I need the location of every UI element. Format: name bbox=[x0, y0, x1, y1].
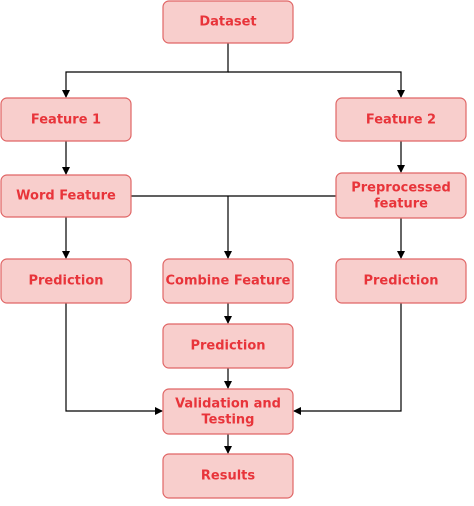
node-prediction-center: Prediction bbox=[162, 323, 294, 369]
node-prediction-right-label: Prediction bbox=[363, 274, 438, 289]
node-feature1: Feature 1 bbox=[0, 97, 132, 142]
node-word-feature-label: Word Feature bbox=[16, 189, 116, 204]
node-results-label: Results bbox=[201, 469, 255, 484]
node-preprocessed-label-line1: Preprocessed bbox=[351, 181, 451, 196]
edge-dataset-feature1 bbox=[62, 43, 229, 98]
node-results: Results bbox=[162, 453, 294, 499]
node-prediction-center-label: Prediction bbox=[190, 339, 265, 354]
node-word-feature: Word Feature bbox=[0, 174, 132, 218]
edge-dataset-feature2 bbox=[228, 71, 405, 98]
node-prediction-left-label: Prediction bbox=[28, 274, 103, 289]
node-validation-label-line2: Testing bbox=[202, 413, 255, 428]
node-combine-label: Combine Feature bbox=[165, 274, 290, 289]
node-dataset: Dataset bbox=[162, 0, 294, 44]
node-preprocessed-feature: Preprocessed feature bbox=[335, 172, 467, 219]
node-feature2: Feature 2 bbox=[335, 97, 467, 142]
edges bbox=[62, 43, 405, 454]
node-validation-testing: Validation and Testing bbox=[162, 388, 294, 435]
edge-prediction-left-validation bbox=[65, 303, 163, 415]
edge-prediction-right-validation bbox=[293, 303, 402, 415]
node-combine-feature: Combine Feature bbox=[162, 258, 294, 304]
node-prediction-left: Prediction bbox=[0, 258, 132, 304]
node-feature2-label: Feature 2 bbox=[366, 113, 436, 128]
node-preprocessed-label-line2: feature bbox=[374, 197, 428, 212]
node-validation-label-line1: Validation and bbox=[175, 397, 281, 412]
node-feature1-label: Feature 1 bbox=[31, 113, 101, 128]
node-prediction-right: Prediction bbox=[335, 258, 467, 304]
node-dataset-label: Dataset bbox=[199, 15, 256, 30]
